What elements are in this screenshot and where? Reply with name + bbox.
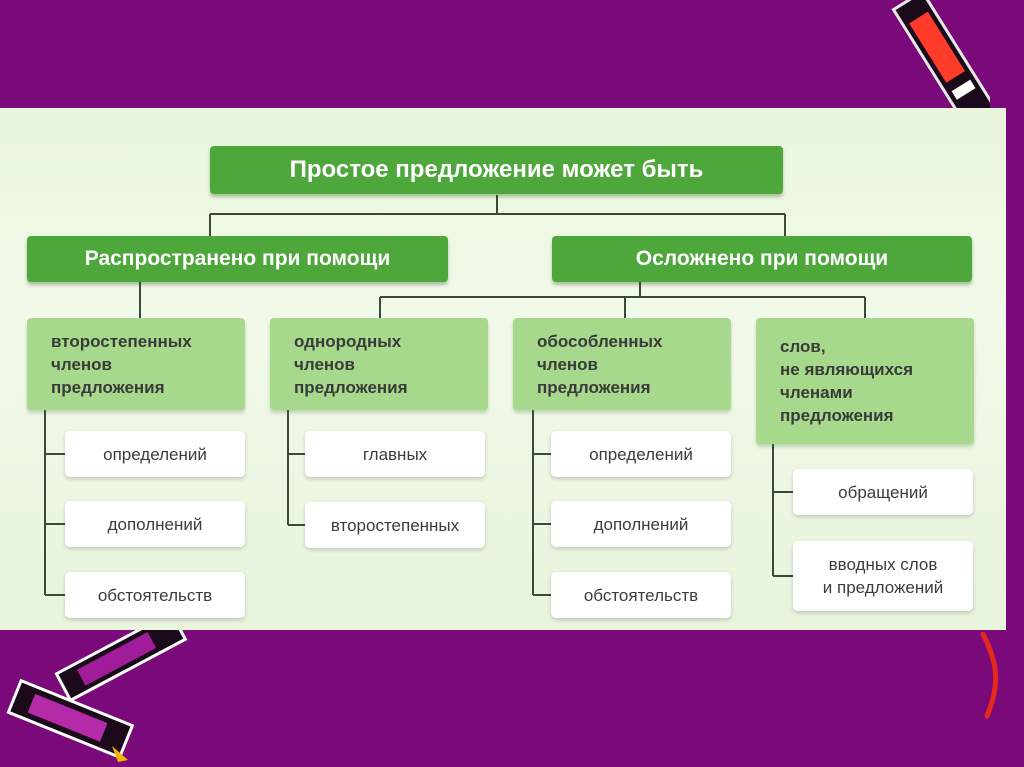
category-label: слов, не являющихся членами предложения xyxy=(780,335,913,427)
leaf-item: дополнений xyxy=(65,501,245,547)
branch-node-spread: Распространено при помощи xyxy=(27,236,448,282)
category-node-homogeneous-members: однородных членов предложения xyxy=(270,318,488,410)
branch-node-complicated: Осложнено при помощи xyxy=(552,236,972,282)
leaf-item: обстоятельств xyxy=(65,572,245,618)
leaf-label: второстепенных xyxy=(331,514,459,537)
category-node-secondary-members: второстепенных членов предложения xyxy=(27,318,245,410)
branch-label-spread: Распространено при помощи xyxy=(85,247,391,271)
leaf-item: обращений xyxy=(793,469,973,515)
leaf-item: определений xyxy=(65,431,245,477)
leaf-item: второстепенных xyxy=(305,502,485,548)
leaf-item: вводных слов и предложений xyxy=(793,541,973,611)
branch-label-complicated: Осложнено при помощи xyxy=(636,247,888,271)
leaf-item: дополнений xyxy=(551,501,731,547)
leaf-label: вводных слов и предложений xyxy=(823,553,943,599)
leaf-label: обстоятельств xyxy=(98,584,212,607)
category-node-isolated-members: обособленных членов предложения xyxy=(513,318,731,410)
leaf-item: обстоятельств xyxy=(551,572,731,618)
category-label: обособленных членов предложения xyxy=(537,330,663,399)
leaf-item: главных xyxy=(305,431,485,477)
category-node-non-member-words: слов, не являющихся членами предложения xyxy=(756,318,974,444)
leaf-label: дополнений xyxy=(108,513,203,536)
root-node: Простое предложение может быть xyxy=(210,146,783,194)
root-label: Простое предложение может быть xyxy=(290,156,704,184)
leaf-label: обращений xyxy=(838,481,928,504)
leaf-label: обстоятельств xyxy=(584,584,698,607)
leaf-label: определений xyxy=(103,443,207,466)
leaf-item: определений xyxy=(551,431,731,477)
category-label: однородных членов предложения xyxy=(294,330,408,399)
leaf-label: определений xyxy=(589,443,693,466)
category-label: второстепенных членов предложения xyxy=(51,330,192,399)
leaf-label: дополнений xyxy=(594,513,689,536)
leaf-label: главных xyxy=(363,443,427,466)
